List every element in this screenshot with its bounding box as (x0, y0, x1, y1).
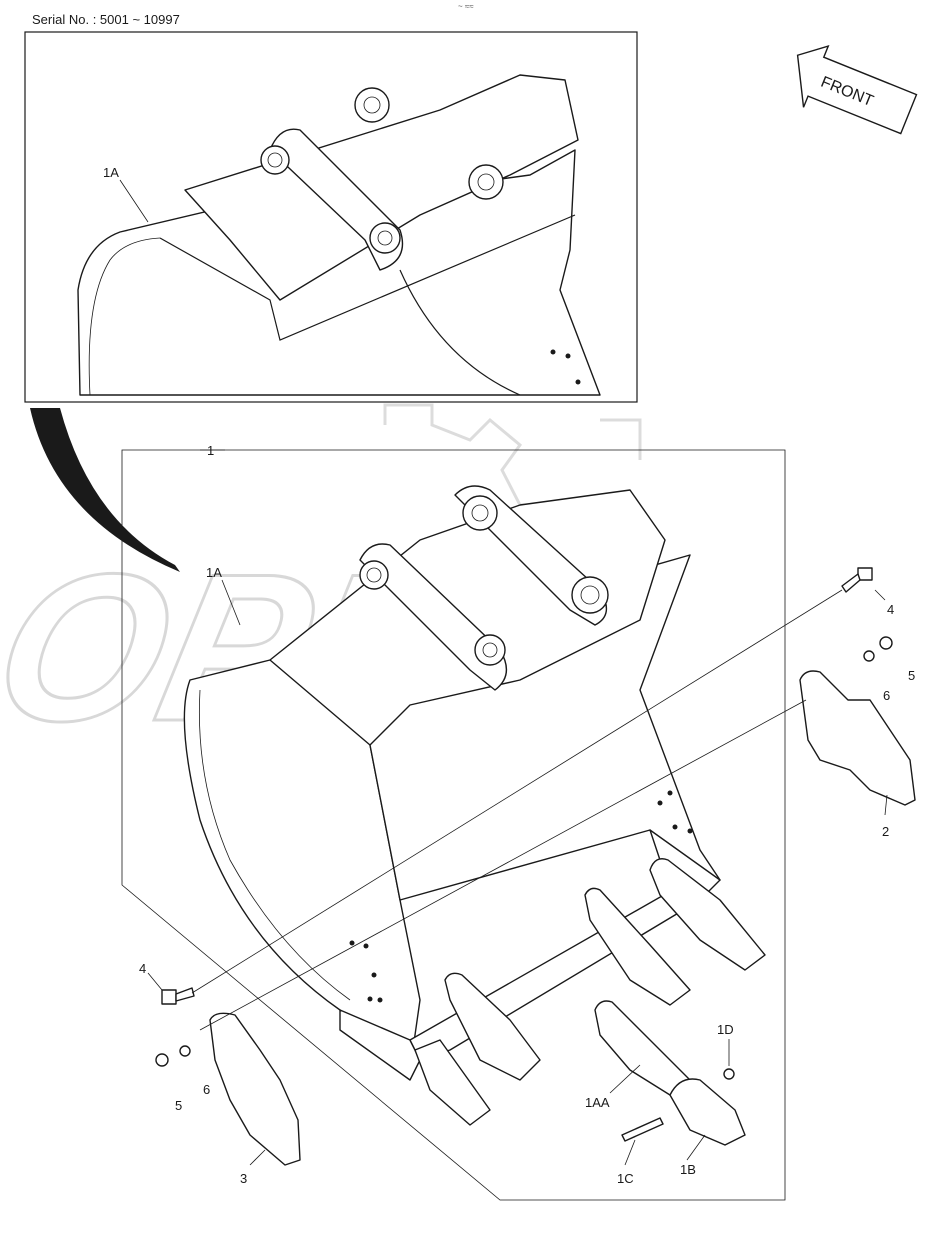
tooth (444, 972, 541, 1081)
callout-pin-1c: 1C (617, 1171, 634, 1186)
side-cutter-right-part (799, 670, 916, 806)
callout-washer-left: 6 (203, 1082, 210, 1097)
front-arrow: FRONT (796, 44, 918, 135)
main-bucket (183, 485, 721, 1081)
top-mark: ~ ≈≈ (458, 2, 474, 11)
assembly-frame (121, 449, 786, 1201)
tooth-1b-part (669, 1078, 746, 1146)
inset-bucket (77, 74, 601, 396)
bolt-left-part (161, 987, 195, 1005)
callout-lock-1d: 1D (717, 1022, 734, 1037)
inset-leader-arrow (30, 408, 180, 572)
lock-1d-part (723, 1068, 735, 1080)
washer-right-part (863, 650, 875, 662)
teeth (414, 858, 766, 1126)
callout-bolt-left: 4 (139, 961, 146, 976)
callout-washer-right: 6 (883, 688, 890, 703)
callout-main-1a: 1A (206, 565, 222, 580)
pin-1c-part (621, 1117, 664, 1142)
serial-number-label: Serial No. : 5001 ~ 10997 (32, 12, 180, 27)
tooth (584, 887, 691, 1006)
tooth (649, 858, 766, 971)
nut-left-part (155, 1053, 169, 1067)
nut-right-part (879, 636, 893, 650)
side-cutter-left-part (209, 1012, 301, 1166)
callout-side-cutter-left: 3 (240, 1171, 247, 1186)
washer-left-part (179, 1045, 191, 1057)
inset-frame (24, 31, 638, 403)
tooth (414, 1039, 491, 1126)
callout-assembly-1: 1 (207, 443, 214, 458)
callout-inset-1a: 1A (103, 165, 119, 180)
callout-tooth-1b: 1B (680, 1162, 696, 1177)
callout-bolt-right: 4 (887, 602, 894, 617)
bolt-right-part (841, 567, 873, 593)
callout-side-cutter-right: 2 (882, 824, 889, 839)
adapter-part (594, 1000, 691, 1096)
callout-nut-left: 5 (175, 1098, 182, 1113)
callout-adapter-1aa: 1AA (585, 1095, 610, 1110)
callout-nut-right: 5 (908, 668, 915, 683)
